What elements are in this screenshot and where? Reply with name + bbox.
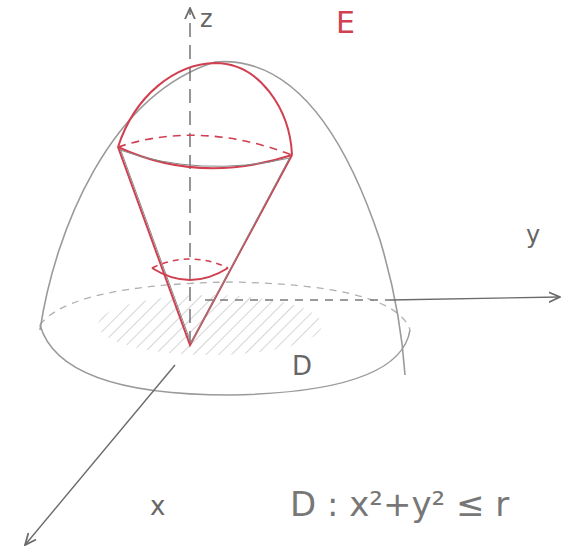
region-label: D xyxy=(292,352,312,381)
region-d-hatch xyxy=(98,295,322,355)
cone-sides-pencil xyxy=(120,148,290,343)
cone-top-front-pencil xyxy=(120,150,290,166)
region-e-cap xyxy=(118,63,292,155)
axis-label: x xyxy=(150,492,165,521)
formula-label: D : x²+y² ≤ r xyxy=(290,486,509,523)
region-label: E xyxy=(336,6,355,39)
cone-inner-front xyxy=(152,268,228,280)
axis-label: y xyxy=(526,222,540,248)
cone-top-back xyxy=(118,135,292,155)
y-axis-hidden xyxy=(205,299,390,300)
y-axis xyxy=(390,297,560,300)
cone-sides xyxy=(118,147,292,345)
x-axis xyxy=(25,365,175,545)
paraboloid-outline xyxy=(40,62,405,375)
base-ellipse-front xyxy=(40,325,410,395)
base-ellipse-back xyxy=(40,282,410,330)
cone-inner-back xyxy=(152,259,228,268)
z-axis xyxy=(189,8,190,345)
axis-label: z xyxy=(200,6,213,32)
cone-top-front xyxy=(118,147,292,168)
